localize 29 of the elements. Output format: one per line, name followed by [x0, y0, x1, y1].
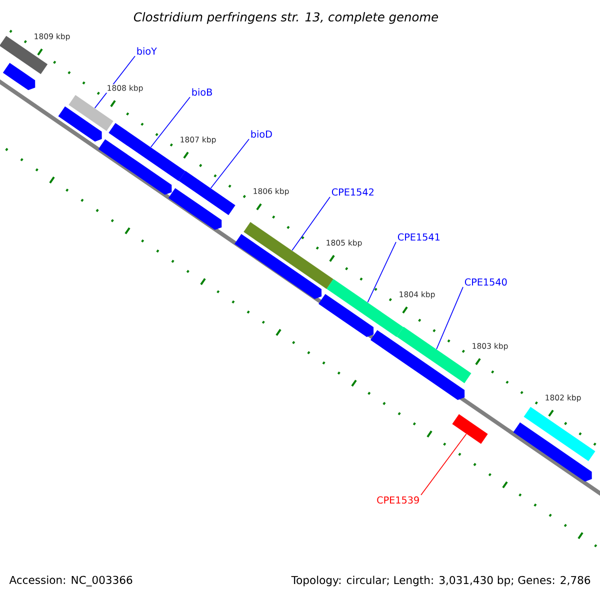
leader-line: [210, 138, 250, 188]
gene-bar: [178, 170, 236, 216]
gene-label: CPE1540: [464, 278, 507, 286]
accession-text: Accession: NC_003366: [9, 576, 132, 586]
gene-bar: [234, 234, 322, 299]
gene-bar: [513, 422, 592, 482]
leader-line: [420, 434, 467, 496]
gene-bar: [2, 62, 36, 90]
gene-label: bioD: [251, 130, 272, 138]
gene-bar: [98, 139, 172, 195]
gene-bar: [452, 414, 488, 444]
leader-line: [367, 242, 396, 303]
gene-label: bioB: [192, 88, 212, 96]
title: Clostridium perfringens str. 13, complete genome: [134, 12, 438, 24]
gene-label: CPE1542: [332, 188, 374, 196]
gene-bar: [68, 95, 114, 131]
leader-line: [436, 286, 464, 350]
gene-bar: [318, 294, 374, 338]
genome-stats-text: Topology: circular; Length: 3,031,430 bp; Genes: 2,786: [291, 576, 590, 586]
gene-label: CPE1539: [377, 496, 419, 504]
gene-bar: [168, 188, 222, 230]
leader-line: [150, 96, 190, 148]
gene-bar: [370, 330, 465, 400]
gene-bar: [524, 406, 596, 462]
gene-label: CPE1541: [398, 233, 440, 241]
gene-label: bioY: [137, 47, 157, 55]
gene-bar: [396, 326, 472, 384]
leader-line: [292, 196, 330, 251]
gene-bar: [58, 106, 102, 142]
